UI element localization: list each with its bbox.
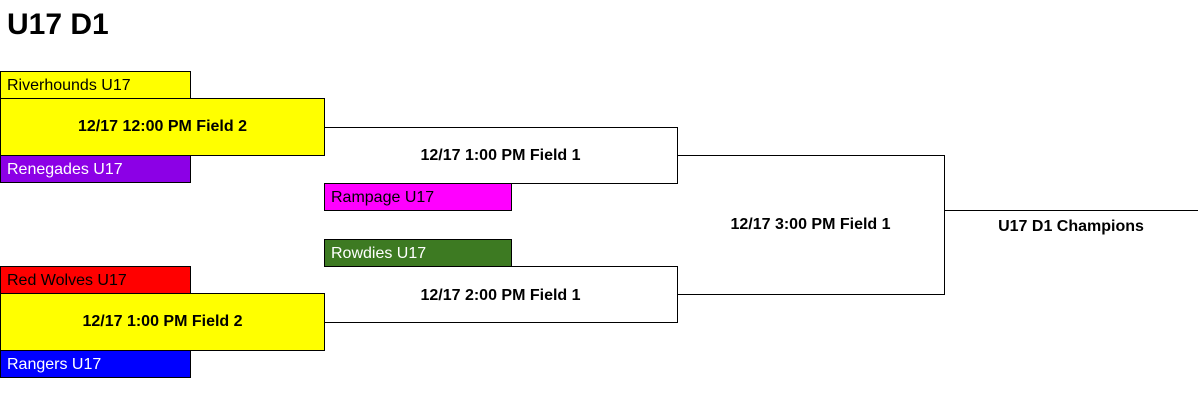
team-slot-red-wolves[interactable]: Red Wolves U17: [0, 266, 191, 294]
team-slot-renegades[interactable]: Renegades U17: [0, 155, 191, 183]
team-slot-rangers[interactable]: Rangers U17: [0, 350, 191, 378]
bracket-line-final-bottom: [677, 294, 945, 295]
bracket-line-r2-2-bottom: [324, 322, 678, 323]
match-label-r2-1: 12/17 1:00 PM Field 1: [420, 147, 581, 164]
team-slot-riverhounds[interactable]: Riverhounds U17: [0, 71, 191, 99]
match-box-r1-1[interactable]: 12/17 12:00 PM Field 2: [0, 98, 325, 156]
bracket-line-final-right: [944, 155, 945, 295]
team-slot-rowdies[interactable]: Rowdies U17: [324, 239, 512, 267]
bracket-line-r2-1-bottom: [511, 183, 678, 184]
bracket-line-r2-2-top: [511, 266, 678, 267]
bracket-line-final-top: [677, 155, 945, 156]
page-title: U17 D1: [7, 8, 109, 41]
bracket-line-champion: [944, 210, 1198, 211]
bracket-line-r2-1-top: [324, 127, 678, 128]
match-box-r1-2[interactable]: 12/17 1:00 PM Field 2: [0, 293, 325, 351]
match-label-r2-2: 12/17 2:00 PM Field 1: [420, 287, 581, 304]
match-label-final: 12/17 3:00 PM Field 1: [730, 216, 891, 233]
champion-label: U17 D1 Champions: [998, 218, 1144, 235]
team-slot-rampage[interactable]: Rampage U17: [324, 183, 512, 211]
